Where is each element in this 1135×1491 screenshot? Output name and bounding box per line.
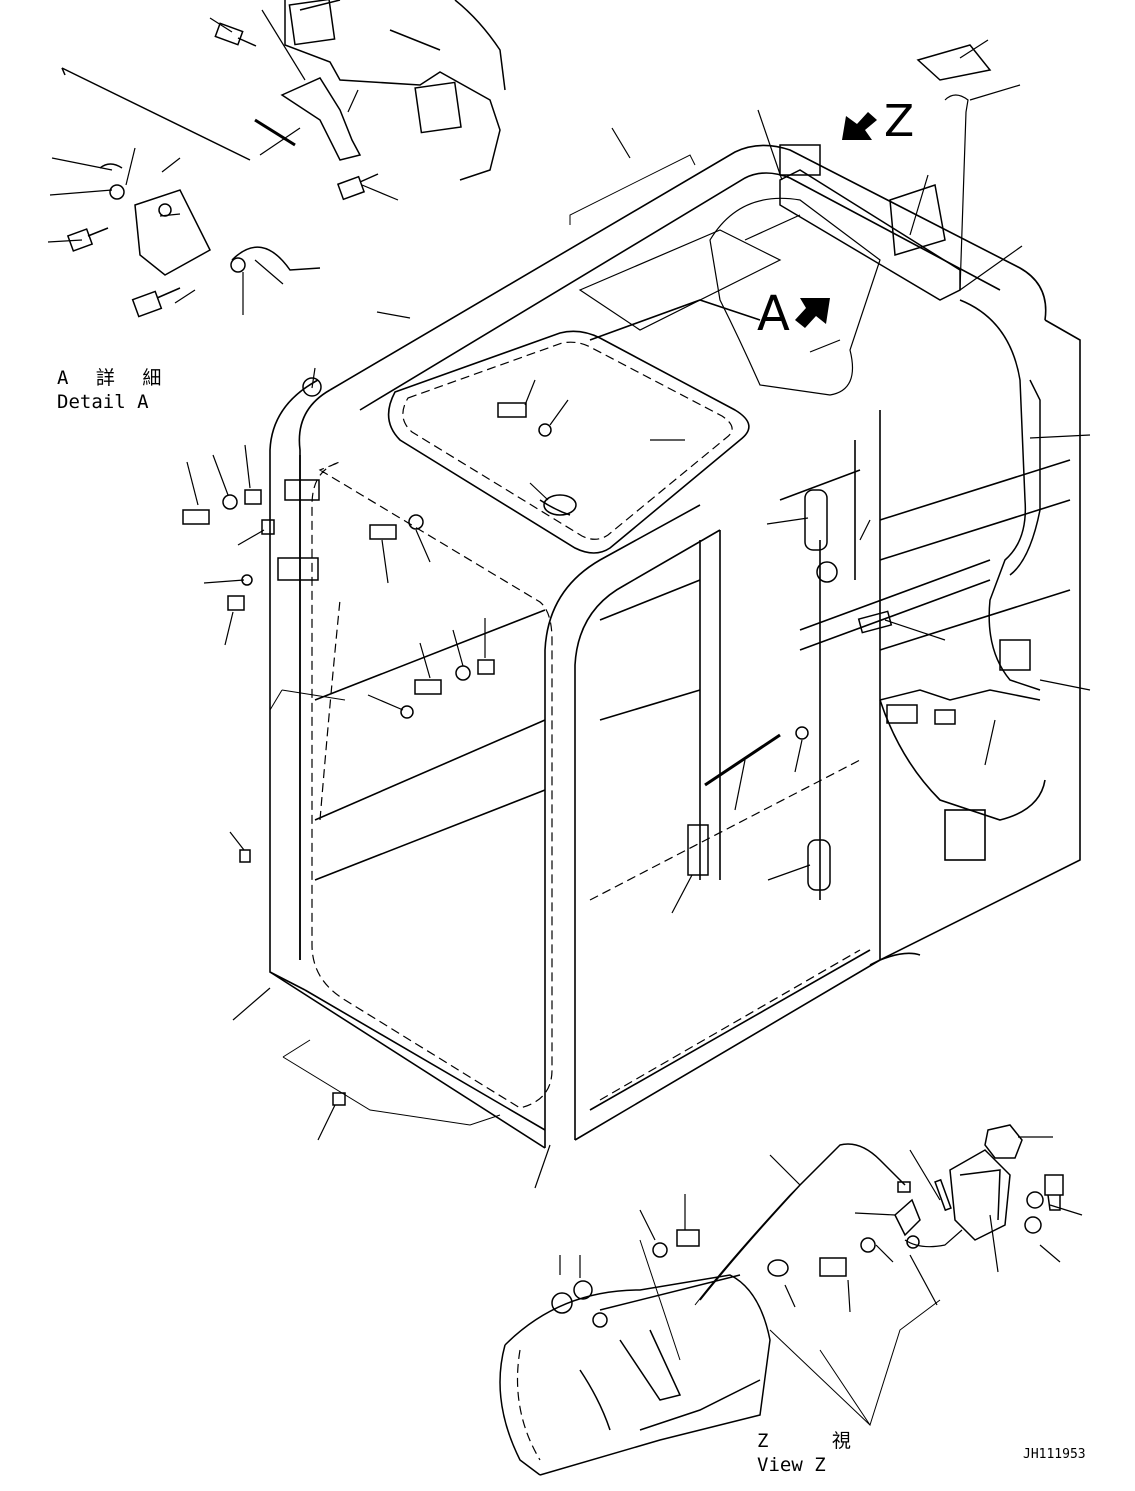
top-label xyxy=(916,44,992,81)
bolt-3 xyxy=(66,227,109,252)
left-fasteners xyxy=(182,377,577,1106)
roof-harness xyxy=(779,169,961,301)
reference-lines xyxy=(269,154,941,1427)
harness-assembly xyxy=(687,44,1041,891)
leader-lines xyxy=(47,9,1091,1313)
view-arrow-a-icon xyxy=(795,298,830,328)
detail-a-parts xyxy=(61,22,379,318)
harness-clip xyxy=(231,246,321,271)
view-arrow-z-icon xyxy=(842,112,877,140)
bracket xyxy=(280,77,362,161)
main-harness xyxy=(959,299,1041,691)
upper-structure xyxy=(284,0,506,181)
sensor-box xyxy=(134,189,211,276)
detail-a-title-en: Detail A xyxy=(57,391,149,413)
small-sensor xyxy=(894,1198,921,1237)
view-z-marker: Z xyxy=(884,96,915,147)
control-box xyxy=(949,1149,1011,1241)
rod xyxy=(704,733,781,787)
drawing-id: JH111953 xyxy=(1023,1447,1086,1462)
cab-frame xyxy=(269,144,1081,1149)
bolt-2 xyxy=(336,173,379,201)
cap xyxy=(984,1124,1023,1159)
bolt-1 xyxy=(214,22,257,47)
view-a-marker: A xyxy=(757,286,790,342)
view-z-title-jp: Z 視 xyxy=(757,1430,877,1452)
view-z-title-en: View Z xyxy=(757,1454,826,1476)
bolt-4 xyxy=(131,287,181,318)
view-z-assembly xyxy=(499,1124,1064,1476)
flag-label xyxy=(889,184,946,256)
detail-a-title-jp: A 詳 細 xyxy=(57,367,170,389)
